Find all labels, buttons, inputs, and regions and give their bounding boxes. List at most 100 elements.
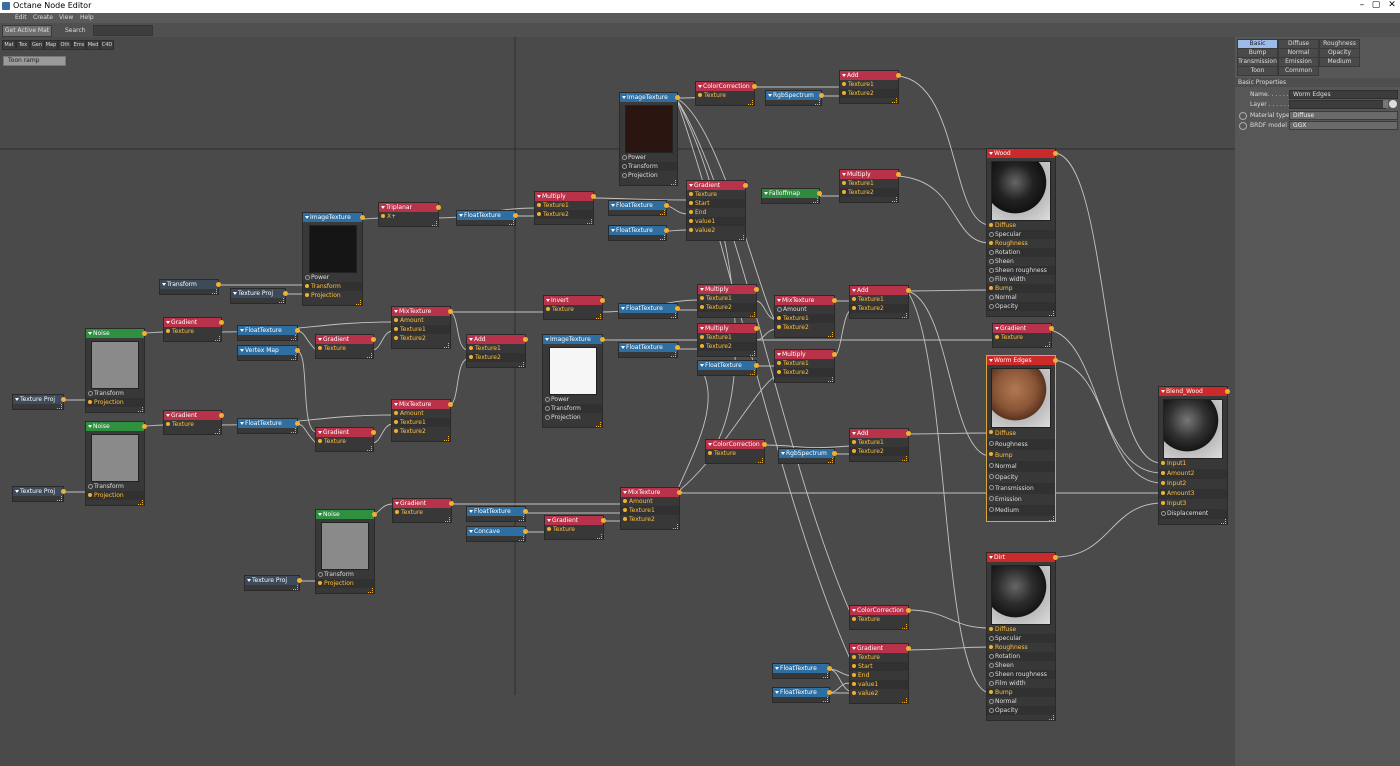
output-pin[interactable]: [600, 298, 605, 303]
pin-amount2[interactable]: Amount2: [1159, 469, 1227, 479]
resize-grip[interactable]: [773, 697, 829, 702]
resize-grip[interactable]: [850, 698, 908, 703]
output-pin[interactable]: [371, 337, 376, 342]
output-pin[interactable]: [523, 529, 528, 534]
pin-emission[interactable]: Emission: [987, 494, 1055, 505]
node-header[interactable]: FloatTexture: [773, 688, 829, 697]
pin-value2[interactable]: value2: [687, 226, 745, 235]
node-header[interactable]: Texture Proj: [245, 576, 299, 585]
resize-grip[interactable]: [766, 100, 821, 105]
node-imagetexture[interactable]: ImageTexture Power Transform Projection: [620, 93, 680, 185]
pin-input3[interactable]: Input3: [1159, 499, 1227, 509]
pin-texture2[interactable]: Texture2: [850, 447, 908, 456]
node-header[interactable]: ColorCorrection: [706, 440, 764, 449]
output-pin[interactable]: [754, 363, 759, 368]
output-pin[interactable]: [832, 352, 837, 357]
pin-texture1[interactable]: Texture1: [621, 506, 679, 515]
resize-grip[interactable]: [238, 428, 297, 433]
pin-amount[interactable]: Amount: [775, 305, 834, 314]
node-header[interactable]: Gradient: [164, 411, 221, 420]
pin-normal[interactable]: Normal: [987, 461, 1055, 472]
output-pin[interactable]: [295, 348, 300, 353]
resize-grip[interactable]: [850, 456, 908, 461]
output-pin[interactable]: [448, 309, 453, 314]
pin-texture[interactable]: Texture: [993, 333, 1051, 342]
node-colorcorrection[interactable]: ColorCorrection Texture: [706, 440, 767, 463]
resize-grip[interactable]: [609, 235, 666, 240]
resize-grip[interactable]: [620, 180, 677, 185]
resize-grip[interactable]: [987, 715, 1055, 720]
output-pin[interactable]: [448, 402, 453, 407]
node-material-wood[interactable]: Wood Diffuse Specular Roughness Rotation…: [987, 149, 1058, 316]
pin-value1[interactable]: value1: [850, 680, 908, 689]
node-floattexture[interactable]: FloatTexture: [773, 664, 832, 678]
output-pin[interactable]: [754, 287, 759, 292]
resize-grip[interactable]: [238, 335, 297, 340]
node-header[interactable]: Gradient: [164, 318, 221, 327]
output-pin[interactable]: [1053, 358, 1058, 363]
node-header[interactable]: MixTexture: [621, 488, 679, 497]
node-header[interactable]: Texture Proj: [13, 395, 63, 404]
node-header[interactable]: RgbSpectrum: [779, 449, 834, 458]
node-header[interactable]: Worm Edges: [987, 356, 1055, 365]
pin-specular[interactable]: Specular: [987, 230, 1055, 239]
node-floattexture[interactable]: FloatTexture: [457, 211, 518, 225]
node-header[interactable]: Dirt: [987, 553, 1055, 562]
output-pin[interactable]: [675, 345, 680, 350]
output-pin[interactable]: [371, 430, 376, 435]
output-pin[interactable]: [817, 191, 822, 196]
node-header[interactable]: Gradient: [316, 335, 373, 344]
node-header[interactable]: Texture Proj: [13, 487, 63, 496]
node-header[interactable]: FloatTexture: [619, 343, 677, 352]
output-pin[interactable]: [523, 509, 528, 514]
resize-grip[interactable]: [850, 624, 908, 629]
node-floattexture[interactable]: FloatTexture: [467, 507, 528, 521]
pin-projection[interactable]: Projection: [620, 171, 677, 180]
resize-grip[interactable]: [86, 407, 144, 412]
pin-bump[interactable]: Bump: [987, 450, 1055, 461]
category-gen[interactable]: Gen: [30, 40, 44, 50]
node-noise[interactable]: Noise Transform Projection: [316, 510, 377, 593]
pin-transform[interactable]: Transform: [620, 162, 677, 171]
node-colorcorrection[interactable]: ColorCorrection Texture: [696, 82, 757, 105]
resize-grip[interactable]: [13, 496, 63, 501]
resize-grip[interactable]: [392, 436, 450, 441]
pin-sheen[interactable]: Sheen: [987, 661, 1055, 670]
resize-grip[interactable]: [698, 351, 756, 356]
pin-specular[interactable]: Specular: [987, 634, 1055, 643]
pin-texture[interactable]: Texture: [316, 437, 373, 446]
minimize-button[interactable]: –: [1359, 0, 1365, 10]
output-pin[interactable]: [61, 397, 66, 402]
pin-texture2[interactable]: Texture2: [535, 210, 593, 219]
get-active-mat-button[interactable]: Get Active Mat: [2, 25, 52, 37]
pin-value2[interactable]: value2: [850, 689, 908, 698]
pin-roughness[interactable]: Roughness: [987, 239, 1055, 248]
pin-texture[interactable]: Texture: [696, 91, 754, 100]
output-pin[interactable]: [360, 215, 365, 220]
pin-projection[interactable]: Projection: [316, 579, 374, 588]
pin-texture2[interactable]: Texture2: [850, 304, 908, 313]
node-imagetexture[interactable]: ImageTexture Power Transform Projection: [543, 335, 605, 427]
pin-texture1[interactable]: Texture1: [392, 325, 450, 334]
node-header[interactable]: Gradient: [850, 644, 908, 653]
resize-grip[interactable]: [543, 422, 602, 427]
brdf-animate-icon[interactable]: [1239, 122, 1247, 130]
node-rgbspectrum[interactable]: RgbSpectrum: [779, 449, 837, 463]
node-header[interactable]: RgbSpectrum: [766, 91, 821, 100]
output-pin[interactable]: [219, 320, 224, 325]
tab-toon[interactable]: Toon: [1237, 66, 1278, 76]
pin-texture1[interactable]: Texture1: [840, 179, 898, 188]
pin-texture2[interactable]: Texture2: [840, 89, 898, 98]
node-header[interactable]: Multiply: [775, 350, 834, 359]
pin-film-width[interactable]: Film width: [987, 275, 1055, 284]
pin-rotation[interactable]: Rotation: [987, 248, 1055, 257]
pin-value1[interactable]: value1: [687, 217, 745, 226]
resize-grip[interactable]: [775, 377, 834, 382]
output-pin[interactable]: [513, 213, 518, 218]
node-gradient[interactable]: Gradient Texture: [993, 324, 1054, 347]
node-header[interactable]: Add: [840, 71, 898, 80]
material-type-animate-icon[interactable]: [1239, 112, 1247, 120]
